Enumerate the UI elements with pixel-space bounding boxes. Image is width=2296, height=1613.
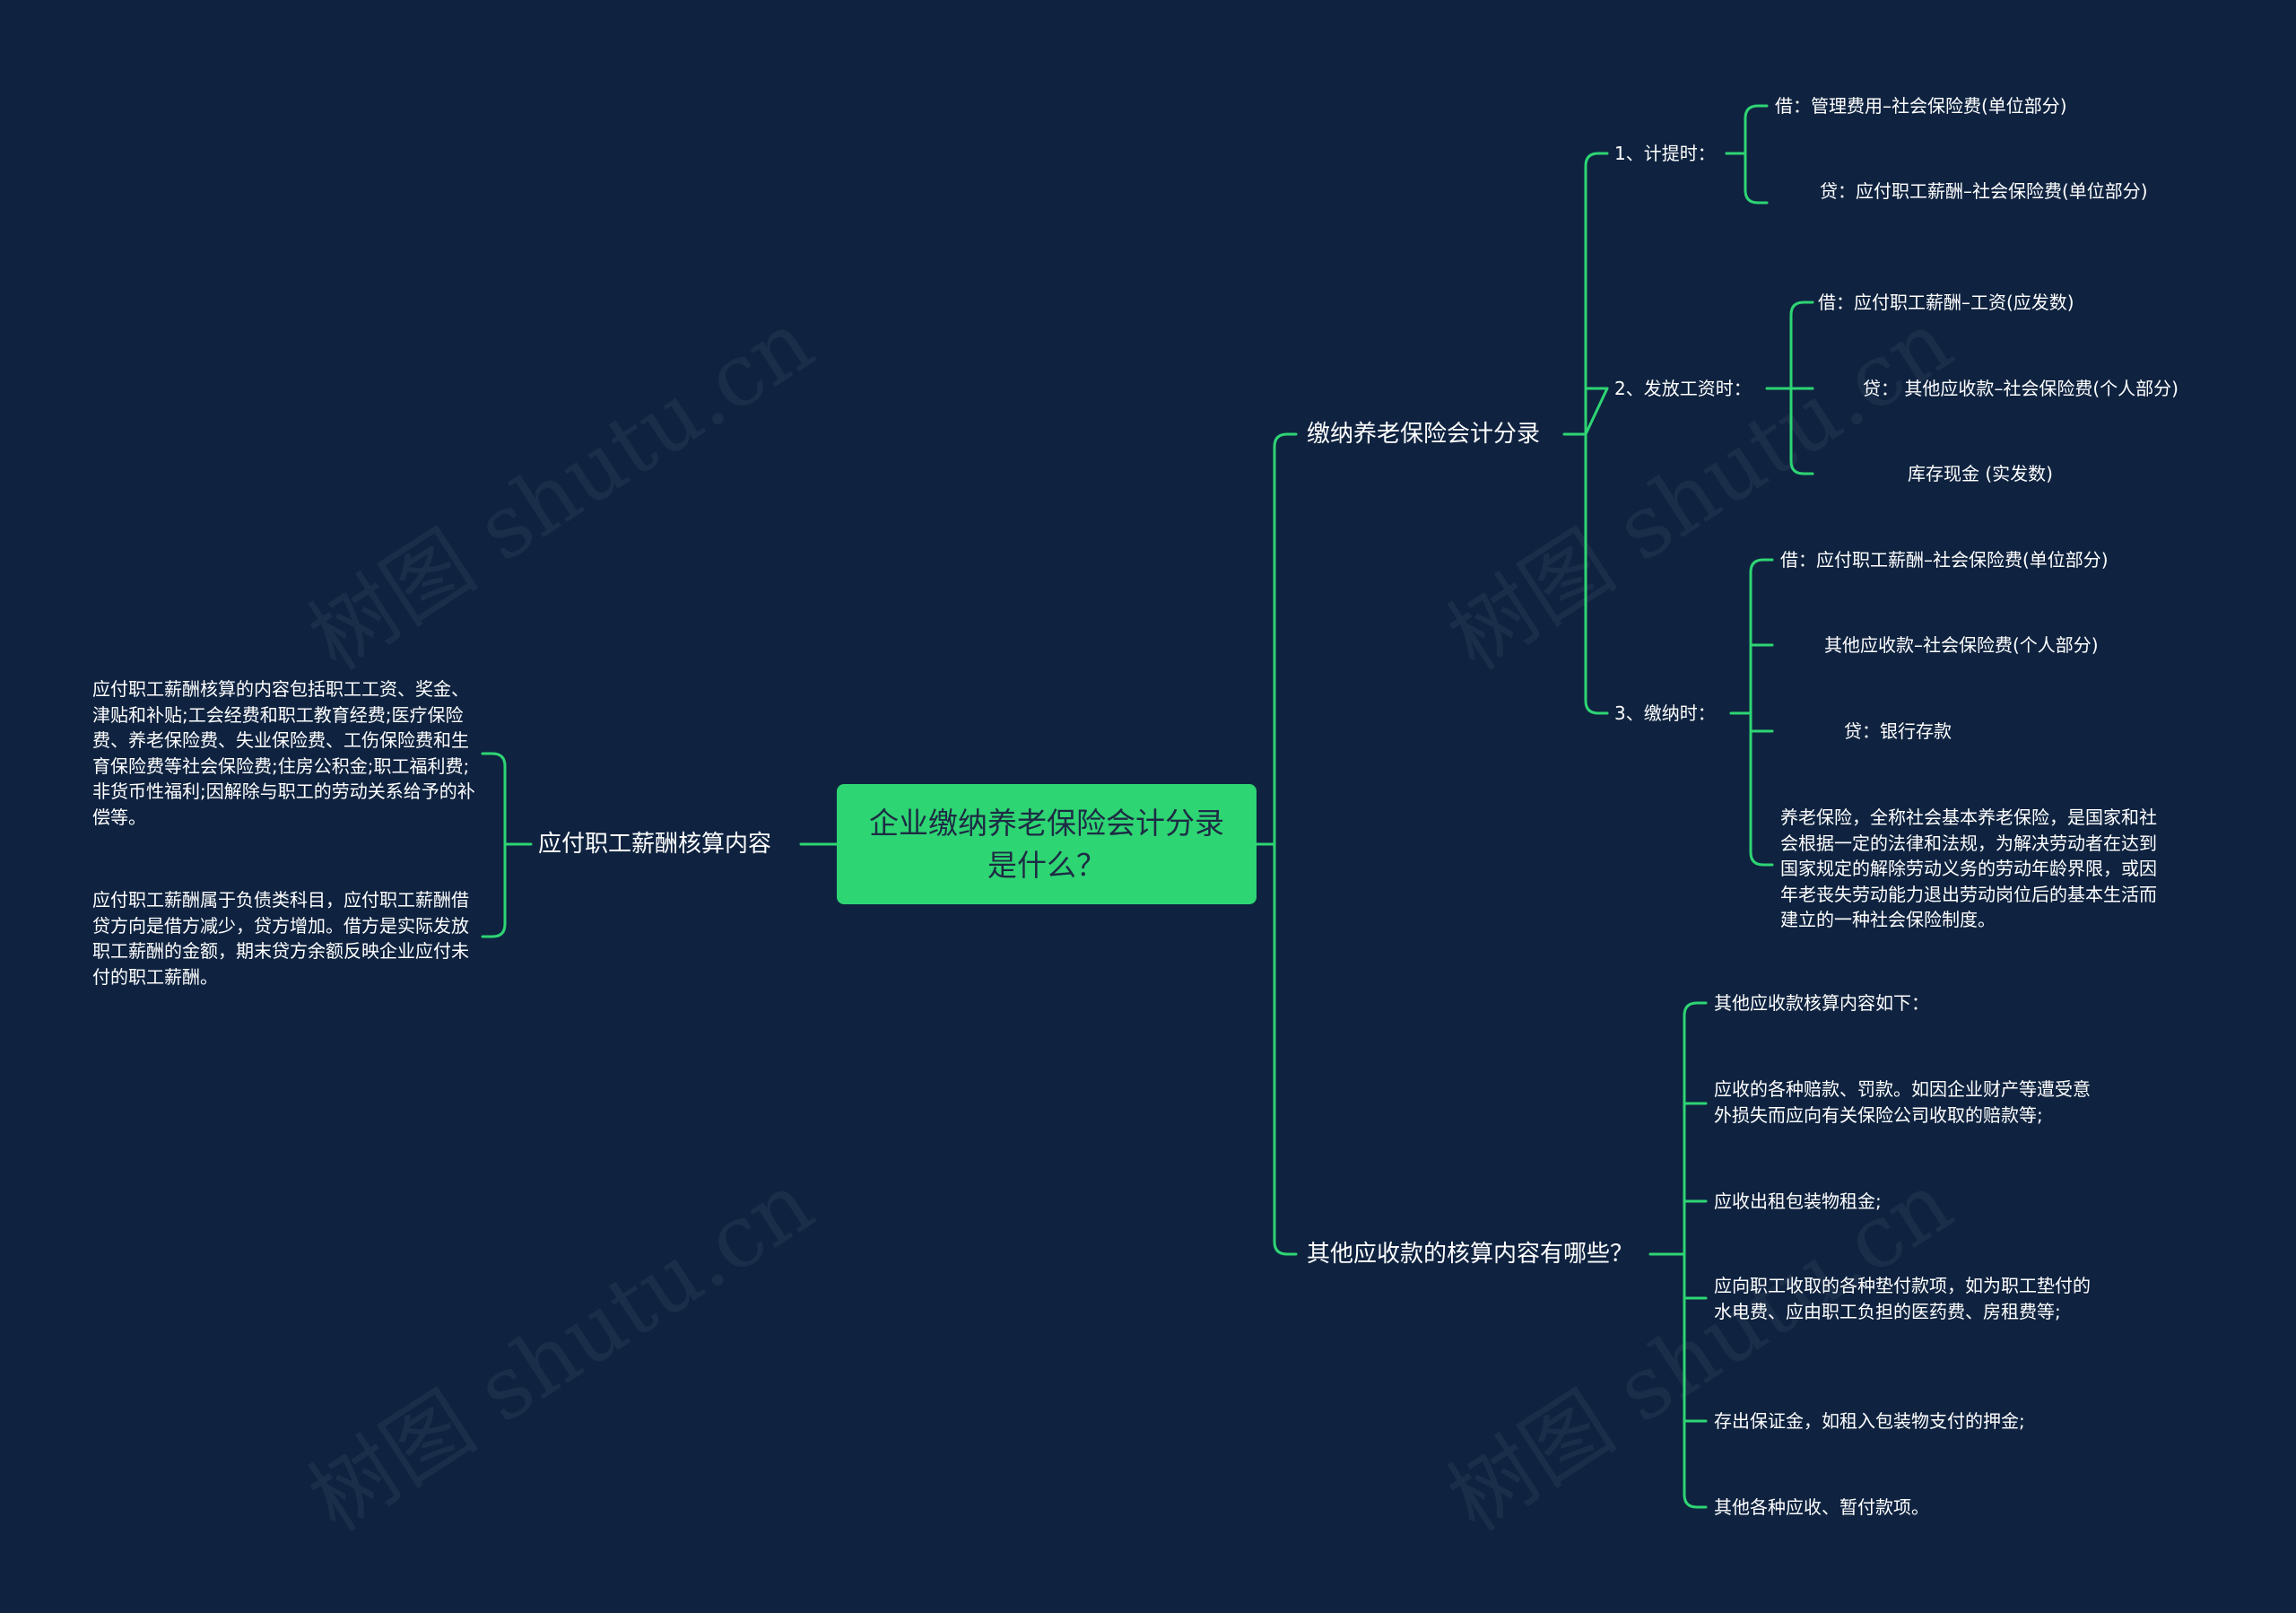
left-leaf-1: 应付职工薪酬核算的内容包括职工工资、奖金、津贴和补贴;工会经费和职工教育经费;医…: [92, 678, 475, 828]
group-1-item-2: 贷：应付职工薪酬–社会保险费(单位部分): [1820, 180, 2148, 202]
connector: [1683, 1252, 1708, 1509]
connector: [1744, 104, 1769, 155]
connector: [1749, 711, 1774, 867]
right2-item-5: 存出保证金，如租入包装物支付的押金;: [1714, 1410, 2025, 1432]
right2-item-2: 应收的各种赔款、罚款。如因企业财产等遭受意外损失而应向有关保险公司收取的赔款等;: [1714, 1078, 2091, 1126]
right2-item-6: 其他各种应收、暂付款项。: [1714, 1496, 1929, 1518]
branch-right2-title[interactable]: 其他应收款的核算内容有哪些？: [1307, 1241, 1634, 1268]
group-3-item-3: 贷：银行存款: [1844, 720, 1952, 742]
connector: [1789, 301, 1814, 390]
connector: [1789, 387, 1814, 475]
connector: [481, 752, 507, 846]
connector: [1273, 432, 1298, 846]
connector: [1744, 152, 1769, 205]
group-2-item-3: 库存现金 (实发数): [1908, 463, 2053, 484]
right2-item-3: 应收出租包装物租金;: [1714, 1190, 1882, 1212]
branch-left-title[interactable]: 应付职工薪酬核算内容: [538, 831, 772, 858]
connector: [1584, 387, 1609, 436]
right2-item-1: 其他应收款核算内容如下：: [1714, 992, 1929, 1014]
connector: [1683, 1001, 1708, 1256]
group-2-item-2: 贷： 其他应收款–社会保险费(个人部分): [1863, 378, 2179, 399]
root-node[interactable]: 企业缴纳养老保险会计分录是什么？: [837, 784, 1257, 904]
root-title: 企业缴纳养老保险会计分录是什么？: [869, 806, 1224, 883]
group-3-item-2: 其他应收款–社会保险费(个人部分): [1824, 634, 2099, 656]
left-leaf-2: 应付职工薪酬属于负债类科目，应付职工薪酬借贷方向是借方减少，贷方增加。借方是实际…: [92, 889, 469, 988]
right2-item-4: 应向职工收取的各种垫付款项，如为职工垫付的水电费、应由职工负担的医药费、房租费等…: [1714, 1275, 2091, 1322]
group-2-label[interactable]: 2、发放工资时：: [1614, 378, 1752, 399]
group-3-item-1: 借：应付职工薪酬–社会保险费(单位部分): [1780, 549, 2109, 571]
group-3-label[interactable]: 3、缴纳时：: [1614, 702, 1716, 724]
connector: [1584, 152, 1609, 436]
connector: [1749, 558, 1774, 715]
connector: [481, 842, 507, 938]
group-1-label[interactable]: 1、计提时：: [1614, 143, 1716, 164]
group-1-item-1: 借：管理费用–社会保险费(单位部分): [1775, 95, 2067, 117]
group-2-item-1: 借：应付职工薪酬–工资(应发数): [1818, 292, 2074, 313]
connector: [1584, 432, 1609, 715]
connector: [1273, 842, 1298, 1256]
branch-right1-title[interactable]: 缴纳养老保险会计分录: [1307, 421, 1541, 448]
group-3-item-4: 养老保险，全称社会基本养老保险，是国家和社会根据一定的法律和法规，为解决劳动者在…: [1780, 806, 2157, 930]
